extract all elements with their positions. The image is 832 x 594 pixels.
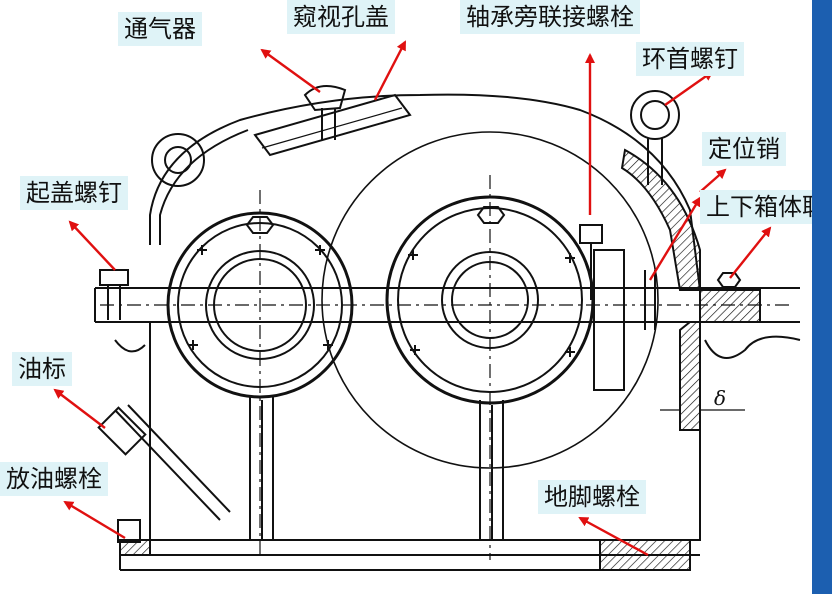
label-foundation-bolt: 地脚螺栓 [538, 480, 646, 514]
label-case-bolt: 上下箱体联 [700, 190, 812, 224]
slide-edge-strip [812, 0, 832, 594]
label-delta: δ [714, 386, 727, 410]
label-breather: 通气器 [118, 12, 202, 46]
label-jack-screw: 起盖螺钉 [20, 176, 128, 210]
label-oil-gauge: 油标 [12, 352, 72, 386]
label-inspection-cover: 窥视孔盖 [287, 0, 395, 34]
label-drain-plug: 放油螺栓 [0, 462, 108, 496]
label-eye-screw: 环首螺钉 [636, 42, 744, 76]
label-locating-pin: 定位销 [702, 132, 786, 166]
label-bearing-bolt: 轴承旁联接螺栓 [460, 0, 640, 34]
